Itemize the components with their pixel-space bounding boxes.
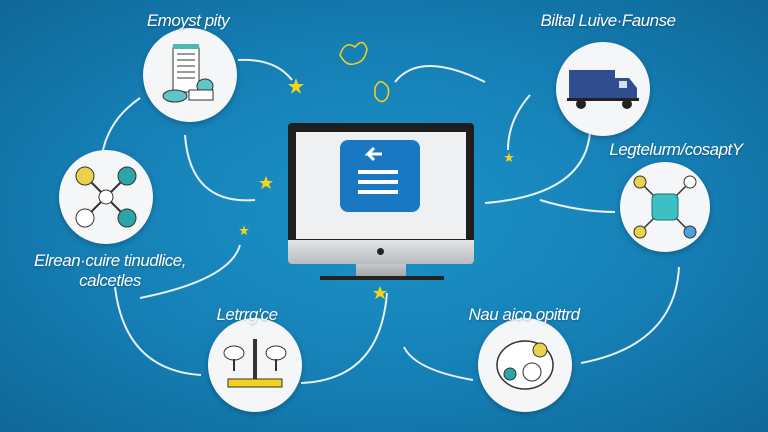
- delivery-truck-icon: [567, 70, 639, 109]
- network-nodes-icon: [75, 166, 137, 228]
- monitor-chin: [288, 240, 474, 264]
- truck-circle: [556, 42, 650, 136]
- star-icon: [259, 176, 273, 189]
- arc: [484, 131, 591, 204]
- building-circle: [143, 28, 237, 122]
- balance-scale-icon: [223, 339, 287, 388]
- arc: [184, 134, 256, 202]
- label-top-left: Emoyst pity: [146, 11, 230, 30]
- label-bottom-right: Nau aico opittrd: [468, 305, 580, 324]
- arc: [394, 65, 486, 83]
- star-icon: [373, 286, 387, 299]
- label-bottom-left: Letrrg'ce: [216, 305, 278, 324]
- back-arrow-icon: [364, 146, 382, 162]
- gears-circle: [478, 318, 572, 412]
- arc: [403, 346, 474, 381]
- arc: [507, 94, 531, 151]
- label-top-right: Biltal Luive·Faunse: [540, 11, 676, 30]
- network-circle: [59, 150, 153, 244]
- circuit-circle: [620, 162, 710, 252]
- arc: [580, 266, 680, 364]
- monitor-stand: [356, 264, 406, 278]
- app-window-icon: [340, 140, 420, 212]
- monitor-base: [320, 276, 444, 280]
- scale-circle: [208, 318, 302, 412]
- brain-gears-icon: [496, 340, 554, 390]
- arc: [101, 97, 141, 156]
- circuit-hub-icon: [633, 175, 697, 239]
- arc: [114, 286, 202, 376]
- star-icon: [239, 225, 249, 235]
- arc: [237, 58, 293, 81]
- puzzle-doodle-icons: [339, 41, 390, 103]
- star-icon: [504, 152, 514, 162]
- arc: [300, 292, 388, 384]
- star-icons: [239, 78, 514, 299]
- label-left-line2: calcetles: [79, 271, 141, 290]
- arc: [139, 244, 241, 299]
- arc: [539, 199, 616, 213]
- office-building-icon: [162, 44, 214, 103]
- label-left-line1: Elrean·cuire tinudlice,: [34, 251, 186, 270]
- label-right: Legtelurm/cosaptY: [609, 140, 743, 159]
- star-icon: [288, 78, 304, 94]
